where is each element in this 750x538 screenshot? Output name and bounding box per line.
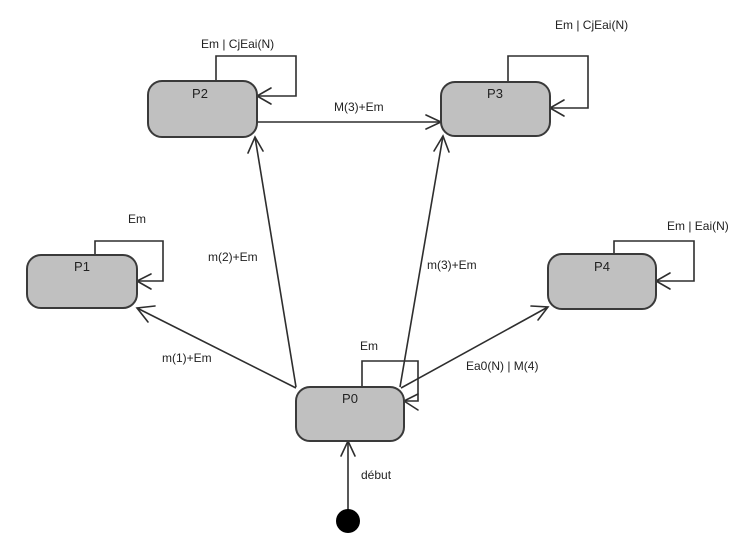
edge-initial-p0 <box>340 439 356 520</box>
state-label: P2 <box>192 86 208 101</box>
label-edge-p0-p2: m(2)+Em <box>208 250 258 264</box>
edge-p0-p1 <box>135 305 297 389</box>
state-p0[interactable]: P0 <box>295 386 405 442</box>
label-initial: début <box>361 468 392 482</box>
label-self-loop-p3: Em | CjEai(N) <box>555 18 628 32</box>
edge-p0-p2 <box>247 135 297 388</box>
state-label: P4 <box>594 259 610 274</box>
state-p3[interactable]: P3 <box>440 81 551 137</box>
state-label: P0 <box>342 391 358 406</box>
label-edge-p2-p3: M(3)+Em <box>334 100 384 114</box>
label-self-loop-p0: Em <box>360 339 378 353</box>
edge-p2-p3 <box>257 114 443 130</box>
state-label: P3 <box>487 86 503 101</box>
label-self-loop-p2: Em | CjEai(N) <box>201 37 274 51</box>
label-edge-p0-p4: Ea0(N) | M(4) <box>466 359 538 373</box>
edge-p0-p3 <box>399 134 450 388</box>
label-edge-p0-p3: m(3)+Em <box>427 258 477 272</box>
label-self-loop-p1: Em <box>128 212 146 226</box>
state-p1[interactable]: P1 <box>26 254 138 309</box>
state-p2[interactable]: P2 <box>147 80 258 138</box>
edge-p0-p4 <box>400 305 550 389</box>
initial-node <box>336 509 360 533</box>
state-p4[interactable]: P4 <box>547 253 657 310</box>
label-edge-p0-p1: m(1)+Em <box>162 351 212 365</box>
label-self-loop-p4: Em | Eai(N) <box>667 219 729 233</box>
state-label: P1 <box>74 259 90 274</box>
